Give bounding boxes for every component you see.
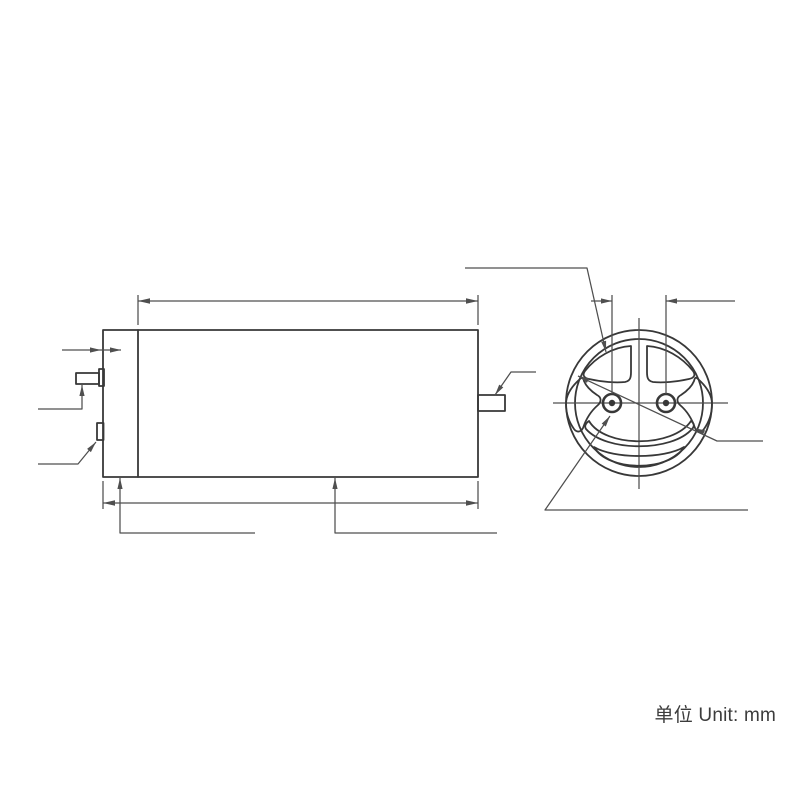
case-body-outline bbox=[102, 329, 479, 478]
end-terminal-leader bbox=[544, 415, 748, 511]
body-length-dimension bbox=[137, 295, 479, 325]
vent-groove-right bbox=[676, 376, 713, 433]
top-groove-leader bbox=[465, 267, 607, 353]
case-bottom-leader-1 bbox=[117, 478, 255, 534]
vent-groove-bottom-lens bbox=[593, 446, 685, 467]
right-stud-leader bbox=[494, 371, 536, 396]
unit-label: 单位 Unit: mm bbox=[654, 705, 776, 726]
vent-groove-top-right bbox=[646, 345, 696, 384]
cap-width-dimension bbox=[62, 347, 121, 353]
side-view-callouts bbox=[38, 371, 536, 534]
groove-double-arrow-leader bbox=[577, 375, 763, 442]
terminal-pitch-dimension bbox=[591, 295, 735, 394]
lower-boss-leader bbox=[38, 441, 97, 465]
side-view bbox=[75, 329, 506, 478]
lower-boss bbox=[96, 422, 105, 441]
upper-terminal-leader bbox=[38, 385, 85, 410]
right-stud bbox=[477, 394, 506, 412]
case-bottom-leader-2 bbox=[332, 478, 497, 534]
overall-length-dimension bbox=[102, 481, 479, 509]
vent-groove-top-left bbox=[582, 345, 632, 384]
upper-terminal bbox=[75, 368, 105, 387]
side-view-dimensions bbox=[62, 295, 479, 509]
vent-grooves bbox=[565, 345, 713, 467]
end-view bbox=[465, 267, 763, 511]
vent-groove-left bbox=[565, 376, 602, 433]
